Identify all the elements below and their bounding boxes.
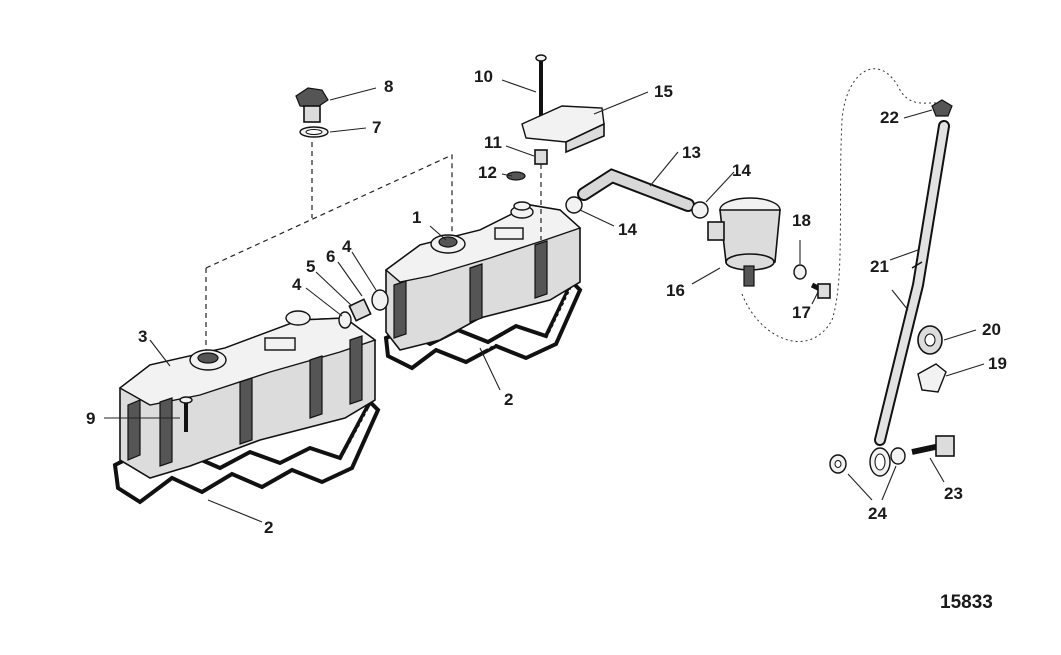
callout-24: 24: [868, 504, 887, 523]
callout-7: 7: [372, 118, 381, 137]
callout-19: 19: [988, 354, 1007, 373]
callout-4: 4: [292, 275, 302, 294]
valve-cover-right: [383, 204, 583, 371]
callout-14: 14: [618, 220, 637, 239]
callout-12: 12: [478, 163, 497, 182]
valve-cover-left: [112, 310, 381, 505]
callout-14: 14: [732, 161, 751, 180]
callout-18: 18: [792, 211, 811, 230]
oil-separator: [707, 197, 781, 287]
callout-3: 3: [138, 327, 147, 346]
callout-10: 10: [474, 67, 493, 86]
oil-fill-cap: [295, 87, 329, 138]
callout-5: 5: [306, 257, 315, 276]
callout-22: 22: [880, 108, 899, 127]
callout-9: 9: [86, 409, 95, 428]
callout-4: 4: [342, 237, 352, 256]
callout-15: 15: [654, 82, 673, 101]
callout-17: 17: [792, 303, 811, 322]
callout-2: 2: [264, 518, 273, 537]
hose-13: [577, 168, 695, 212]
callout-11: 11: [484, 133, 502, 152]
callout-8: 8: [384, 77, 393, 96]
callout-2: 2: [504, 390, 513, 409]
callout-labels: 1 2 2 3 4 4 5 6 7 8 9 10 11 12 13 14 14 …: [86, 67, 1007, 537]
callout-13: 13: [682, 143, 701, 162]
callout-23: 23: [944, 484, 963, 503]
callout-6: 6: [326, 247, 335, 266]
callout-20: 20: [982, 320, 1001, 339]
mounting-hardware: [506, 54, 605, 211]
fitting-group: [338, 289, 389, 329]
figure-id: 15833: [940, 592, 993, 613]
callout-16: 16: [666, 281, 685, 300]
callout-1: 1: [412, 208, 421, 227]
callout-21: 21: [870, 257, 889, 276]
dipstick-tube: [869, 120, 950, 477]
leader-lines: [104, 79, 985, 523]
